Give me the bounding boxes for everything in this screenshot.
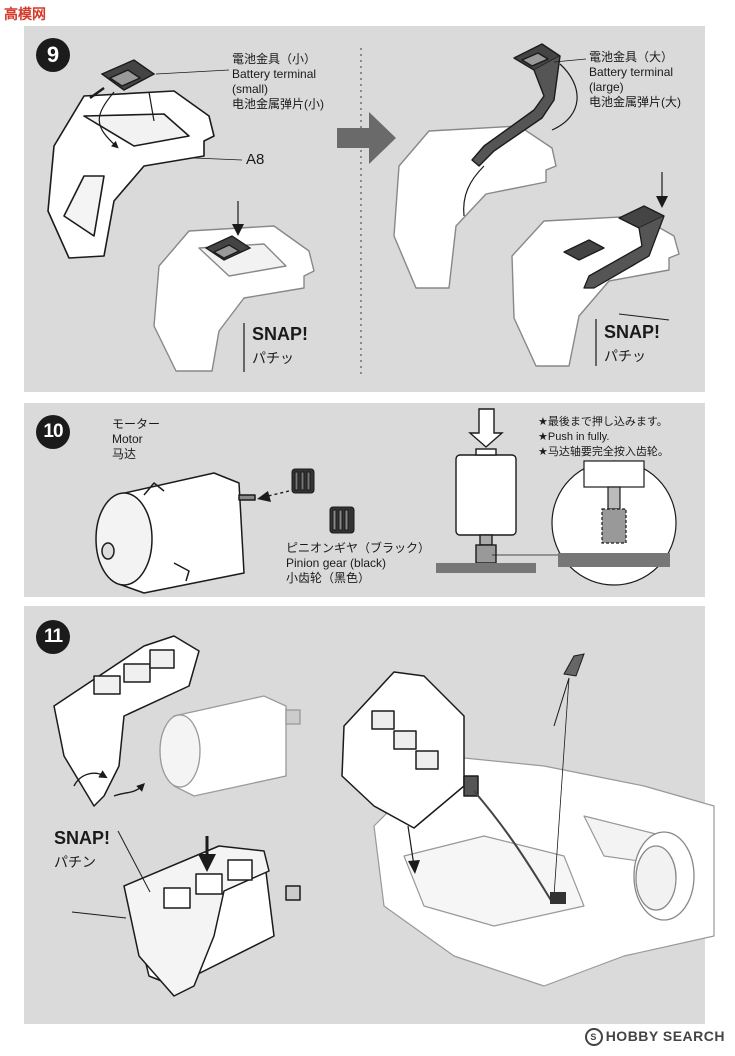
small-terminal-label-size: (small) (232, 82, 268, 96)
motor-icon (95, 472, 256, 594)
small-terminal-label-cn: 电池金属弹片(小) (232, 97, 324, 111)
motor-assembled-icon (123, 845, 301, 997)
snap-label-left: SNAP! (252, 324, 309, 344)
pinion-gear-icon (291, 468, 315, 494)
snap-label-right: SNAP! (604, 322, 661, 342)
step-11-number: 11 (36, 620, 70, 654)
zoom-detail-circle (551, 460, 677, 586)
pinion-label-cn: 小齿轮（黑色） (286, 571, 371, 585)
step-10-illustration (95, 408, 677, 594)
small-battery-terminal-icon (89, 59, 156, 99)
step-9-panel: 9 (24, 26, 705, 392)
part-a8-label: A8 (246, 151, 265, 168)
snap-label-right-jp: パチッ (604, 349, 646, 365)
next-step-arrow-icon (337, 112, 396, 164)
step-11-panel: 11 (24, 606, 715, 1024)
step-10-number: 10 (36, 415, 70, 449)
note-jp: ★最後まで押し込みます。 (538, 416, 668, 428)
screwdriver-tip-icon (563, 653, 585, 677)
large-terminal-label-en: Battery terminal (589, 65, 674, 79)
insert-arrow (407, 825, 415, 867)
snap-label-step11: SNAP! (54, 828, 111, 848)
large-terminal-label-jp: 電池金具（大） (589, 50, 674, 64)
terminal-clip-icon (550, 892, 566, 904)
motor-upright-icon (455, 448, 517, 564)
motor-label-jp: モーター (112, 417, 161, 431)
snap-label-step11-jp: パチン (54, 855, 96, 871)
small-terminal-label-jp: 電池金具（小） (232, 52, 317, 66)
snap-label-left-jp: パチッ (252, 351, 294, 367)
large-terminal-label-cn: 电池金属弹片(大) (589, 95, 681, 109)
watermark-logo: 高模网 (4, 7, 46, 23)
motor-label-en: Motor (112, 432, 143, 446)
large-battery-terminal-icon (471, 43, 561, 167)
step-9-number: 9 (36, 38, 70, 72)
a8-chassis-left-top (47, 90, 215, 259)
pinion-label-en: Pinion gear (black) (286, 556, 387, 570)
push-down-arrow-icon (468, 408, 504, 448)
small-terminal-label-en: Battery terminal (232, 67, 317, 81)
step-11-illustration (53, 635, 715, 997)
car-chassis-icon (373, 755, 715, 987)
press-base (436, 563, 536, 573)
hobby-search-logo-icon: S (584, 1028, 603, 1046)
pinion-label-jp: ピニオンギヤ（ブラック） (286, 541, 431, 555)
large-terminal-label-size: (large) (589, 80, 624, 94)
note-cn: ★马达轴要完全按入齿轮。 (538, 446, 669, 458)
note-en: ★Push in fully. (538, 431, 610, 443)
large-terminal-installed-icon (563, 205, 665, 289)
motor-label-cn: 马达 (112, 447, 137, 461)
step-9-illustration (47, 43, 680, 374)
motor-in-chassis-icon (341, 671, 479, 829)
wheel-icon (633, 831, 695, 921)
motor-wire (473, 790, 553, 903)
step-10-panel: 10 (24, 403, 705, 597)
pinion-gear-standalone-icon (329, 506, 355, 534)
small-terminal-installed-icon (204, 235, 252, 261)
hobby-search-brand: HOBBY SEARCH (605, 1028, 725, 1044)
motor-cover-top-icon (53, 635, 200, 807)
motor-ghost-icon (159, 695, 301, 797)
